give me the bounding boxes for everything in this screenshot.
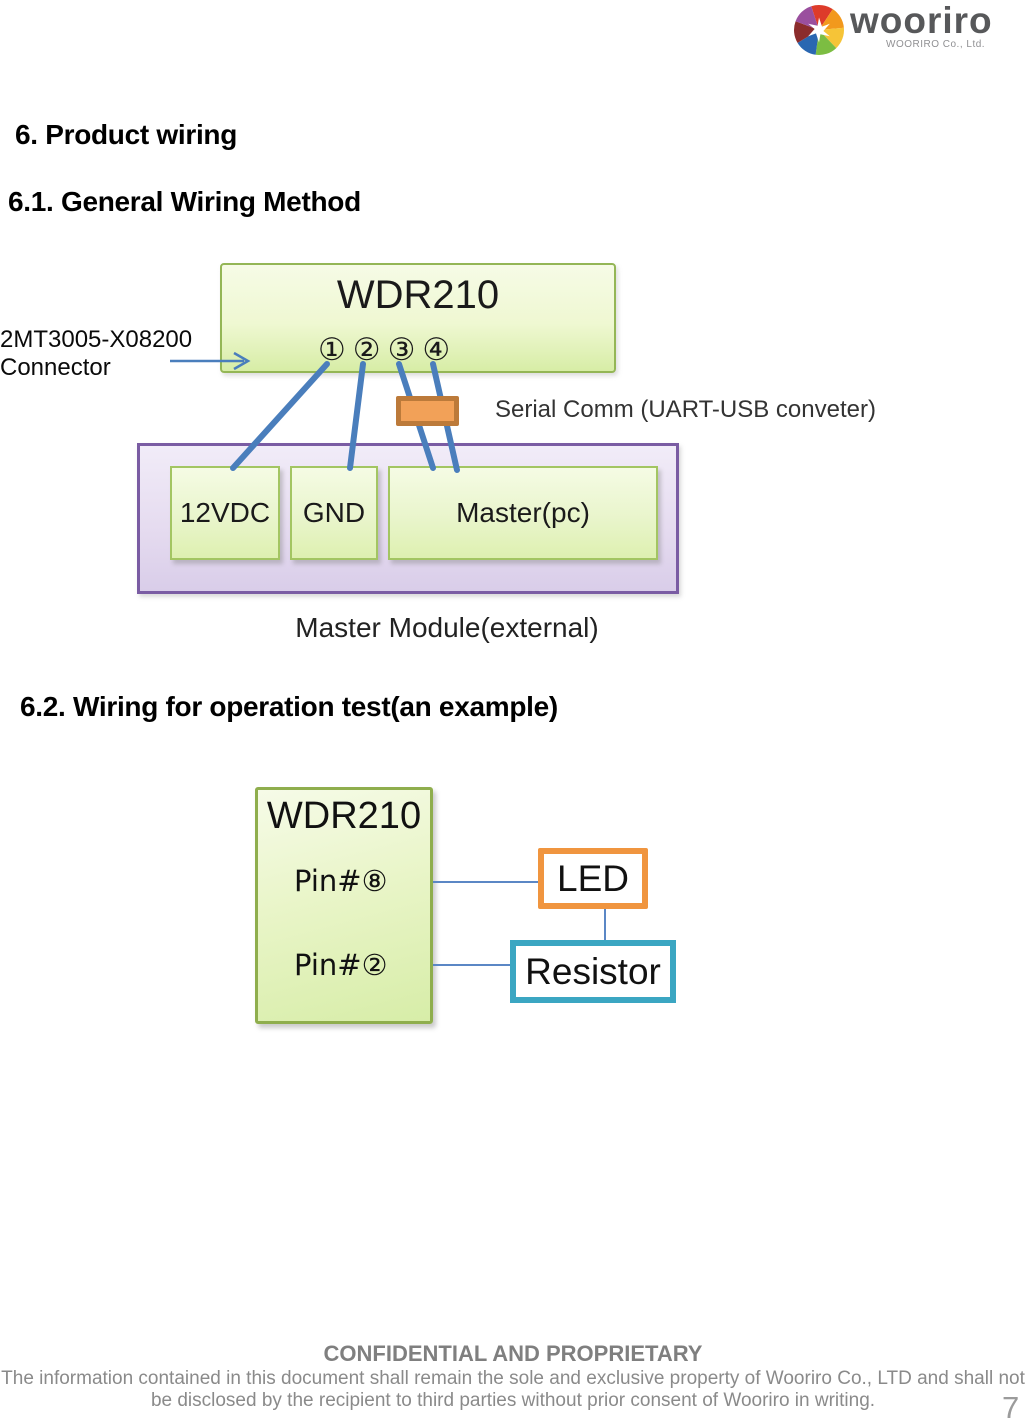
section-heading: 6. Product wiring (15, 119, 238, 150)
connector-label-line2: Connector (0, 354, 111, 381)
module-item-master-pc: Master(pc) (388, 466, 658, 560)
pin-circle-4: ④ (422, 332, 451, 368)
logo-brand-text: wooriro (850, 0, 993, 41)
module-item-12vdc: 12VDC (170, 466, 280, 560)
wdr210-box-diagram2: WDR210 Pin#⑧ Pin#② (255, 787, 433, 1024)
master-module-caption: Master Module(external) (295, 612, 599, 643)
led-label: LED (557, 857, 629, 899)
wire-pin2-to-gnd (347, 361, 366, 471)
pin-circle-2: ② (352, 332, 381, 368)
connector-label-line1: 2MT3005-X08200 (0, 326, 193, 353)
aperture-blade (797, 30, 819, 55)
pin-circle-3: ③ (387, 332, 416, 368)
pin-circle-1: ① (318, 332, 346, 368)
wdr210-title-2: WDR210 (266, 795, 422, 837)
subsection-heading-6-2: 6.2. Wiring for operation test(an exampl… (20, 691, 558, 722)
wooriro-logo: wooriro WOORIRO Co., Ltd. (793, 0, 1023, 58)
footer-text-line2: be disclosed by the recipient to third p… (150, 1390, 876, 1411)
aperture-center-star (808, 17, 830, 43)
wdr210-box-diagram1: WDR210 ① ② ③ ④ (220, 263, 616, 373)
module-item-gnd: GND (290, 466, 378, 560)
uart-usb-converter-box (396, 396, 459, 426)
pin2-label: Pin#② (294, 948, 388, 982)
led-box: LED (538, 848, 648, 909)
connector-arrow-head (233, 351, 251, 371)
aperture-blade (815, 30, 837, 55)
diagram2-wires (433, 881, 606, 966)
aperture-blade (819, 9, 844, 30)
serial-comm-label: Serial Comm (UART-USB conveter) (495, 396, 876, 423)
connector-label: 2MT3005-X08200 Connector (0, 326, 192, 382)
resistor-box: Resistor (510, 940, 676, 1003)
master-module-box: 12VDC GND Master(pc) (137, 443, 679, 594)
page-number: 7 (1002, 1390, 1020, 1425)
logo-subtitle: WOORIRO Co., Ltd. (886, 39, 986, 50)
wooriro-aperture-icon (793, 4, 845, 55)
footer-confidential-title: CONFIDENTIAL AND PROPRIETARY (323, 1341, 703, 1366)
aperture-blade (811, 4, 833, 31)
subsection-heading-6-1: 6.1. General Wiring Method (8, 186, 361, 217)
pin8-label: Pin#⑧ (294, 864, 388, 898)
wire-pin1-to-12vdc (230, 361, 330, 471)
aperture-blade (795, 6, 819, 30)
footer-text-line1: The information contained in this docume… (1, 1368, 1025, 1389)
aperture-blade (793, 21, 819, 43)
wdr210-title: WDR210 (336, 273, 500, 317)
resistor-label: Resistor (525, 950, 661, 992)
wdr210-pin-numbers: ① ② ③ ④ (318, 333, 450, 367)
